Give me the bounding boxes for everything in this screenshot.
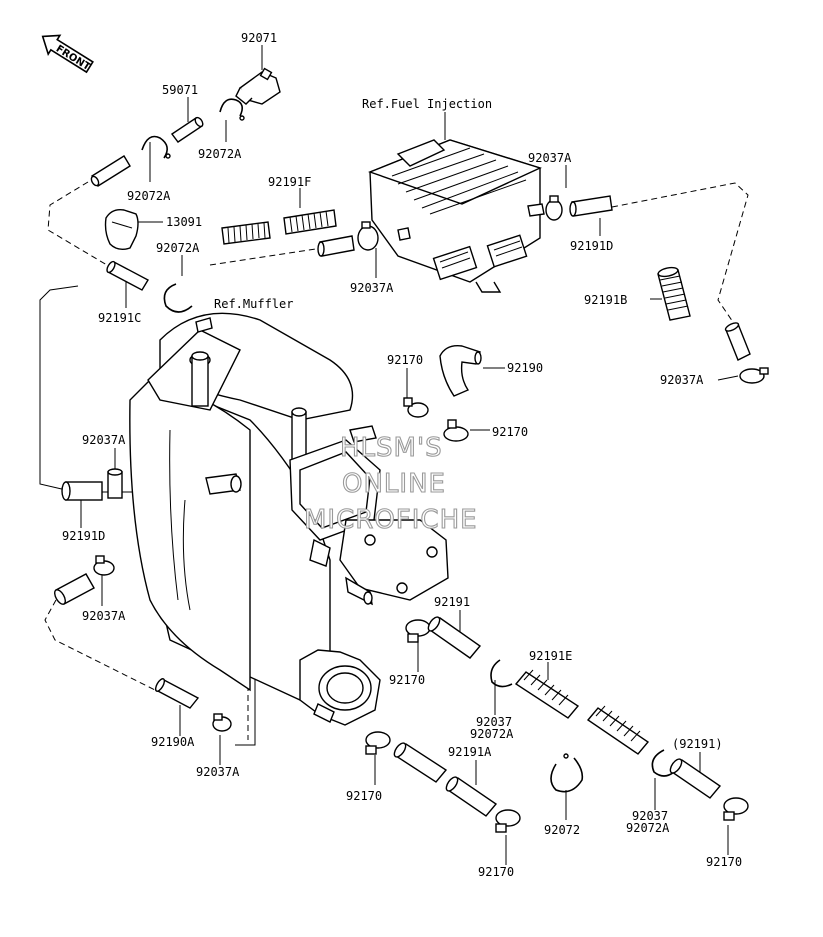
clamp-92072A-left-icon bbox=[141, 135, 171, 159]
hose-short-top-left-icon bbox=[90, 155, 131, 187]
clamp-92037A-ecu-right-icon bbox=[545, 195, 563, 221]
part-label: 92037A bbox=[82, 433, 126, 447]
watermark-line-2: ONLINE bbox=[342, 469, 446, 499]
hose-92191C-icon bbox=[106, 260, 149, 291]
part-label: 92190 bbox=[507, 361, 543, 375]
part-label: 92170 bbox=[478, 865, 514, 879]
hose-92191A-lower-icon bbox=[445, 776, 498, 817]
hose-ecu-left-icon bbox=[317, 235, 355, 257]
part-label: 92037A bbox=[82, 609, 126, 623]
elbow-hose-92190-icon bbox=[439, 345, 482, 397]
corrugated-hose-92191B-icon bbox=[657, 266, 691, 321]
clamp-92037-b-icon bbox=[651, 749, 675, 777]
part-label: 59071 bbox=[162, 83, 198, 97]
part-label: 92191D bbox=[62, 529, 105, 543]
corrugated-hose-92191E-icon bbox=[514, 669, 650, 755]
clamp-92170-mid-icon bbox=[443, 419, 469, 442]
hose-92191D-left-icon bbox=[61, 481, 103, 501]
part-label: 92037A bbox=[196, 765, 240, 779]
cap-13091-icon bbox=[104, 208, 139, 251]
pipe-59071-icon bbox=[170, 116, 204, 143]
clamp-92037-a-icon bbox=[490, 659, 513, 688]
part-label: 92072A bbox=[198, 147, 242, 161]
part-label: 92191A bbox=[448, 745, 492, 759]
hose-92191D-right-icon bbox=[569, 195, 613, 217]
ref-fuel-injection-label: Ref.Fuel Injection bbox=[362, 97, 492, 111]
clamp-92170-d-icon bbox=[723, 797, 749, 821]
part-label: 92072 bbox=[544, 823, 580, 837]
clamp-92037A-ecu-left-icon bbox=[357, 221, 379, 251]
part-label: 92170 bbox=[389, 673, 425, 687]
part-label: 92191B bbox=[584, 293, 627, 307]
part-label: 92170 bbox=[346, 789, 382, 803]
ref-muffler-label: Ref.Muffler bbox=[214, 297, 293, 311]
fuel-injection-ecu-icon bbox=[368, 139, 545, 293]
part-label: 92072A bbox=[156, 241, 200, 255]
hose-92190A-icon bbox=[154, 678, 200, 709]
part-label: 13091 bbox=[166, 215, 202, 229]
part-label: 92037A bbox=[350, 281, 394, 295]
part-label: 92037 bbox=[476, 715, 512, 729]
part-label: 92191D bbox=[570, 239, 613, 253]
hose-92191A-upper-icon bbox=[393, 742, 448, 783]
leader-lines bbox=[80, 45, 739, 865]
front-arrow-icon: FRONT bbox=[41, 34, 94, 74]
watermark: HLSM'S ONLINE MICROFICHE bbox=[303, 432, 478, 535]
part-label: 92191C bbox=[98, 311, 141, 325]
clamp-92037A-lower-left-icon bbox=[93, 555, 115, 576]
hose-right-vertical-icon bbox=[724, 322, 751, 361]
corrugated-hose-92191F-icon bbox=[221, 209, 337, 245]
clamp-92037A-far-right-icon bbox=[739, 367, 769, 384]
part-label: 92170 bbox=[706, 855, 742, 869]
part-label: (92191) bbox=[672, 737, 723, 751]
part-label: 92037 bbox=[632, 809, 668, 823]
muffler-assembly-icon bbox=[129, 312, 449, 726]
part-label: 92170 bbox=[492, 425, 528, 439]
clamp-92170-top-icon bbox=[403, 397, 429, 418]
part-label: 92190A bbox=[151, 735, 195, 749]
watermark-line-1: HLSM'S bbox=[340, 433, 443, 463]
clamp-92037A-bottom-icon bbox=[212, 713, 232, 732]
part-label: 92072A bbox=[626, 821, 670, 835]
hose-92191-icon bbox=[427, 616, 482, 659]
clamp-92170-b-icon bbox=[365, 731, 391, 755]
part-label: 92191F bbox=[268, 175, 311, 189]
part-label: 92071 bbox=[241, 31, 277, 45]
part-label: 92072A bbox=[127, 189, 171, 203]
part-label: 92072A bbox=[470, 727, 514, 741]
part-label: 92191E bbox=[529, 649, 572, 663]
watermark-line-3: MICROFICHE bbox=[304, 505, 478, 535]
hose-lower-left-icon bbox=[54, 573, 95, 605]
part-label: 92170 bbox=[387, 353, 423, 367]
sensor-92071-icon bbox=[235, 67, 281, 105]
clamp-92072-icon bbox=[550, 753, 584, 793]
clamp-92072A-top-icon bbox=[219, 98, 245, 121]
clamp-92037A-left-icon bbox=[107, 468, 123, 499]
part-label: 92191 bbox=[434, 595, 470, 609]
part-label: 92037A bbox=[660, 373, 704, 387]
clamp-92170-c-icon bbox=[495, 809, 521, 833]
clamp-92072A-mid-icon bbox=[163, 283, 193, 313]
clamp-92170-a-icon bbox=[405, 619, 431, 643]
hose-92191-paren-icon bbox=[669, 758, 722, 799]
part-label: 92037A bbox=[528, 151, 572, 165]
